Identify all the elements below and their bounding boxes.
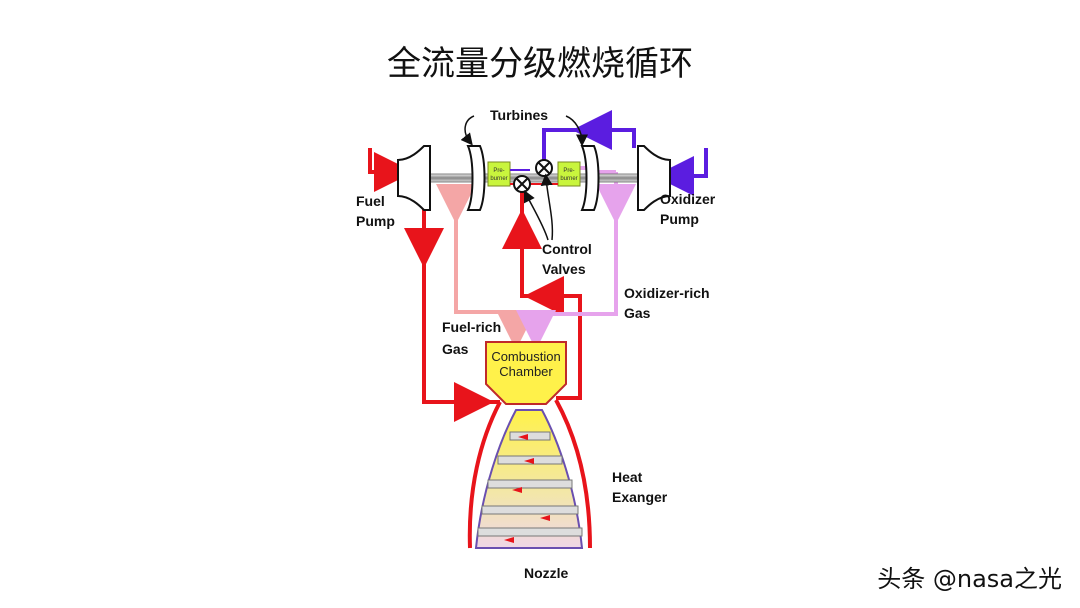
fuel-pump xyxy=(397,145,431,211)
svg-text:burner: burner xyxy=(490,176,507,182)
control-valve-fuel xyxy=(513,175,531,193)
svg-text:Chamber: Chamber xyxy=(499,364,553,379)
svg-text:Pre-: Pre- xyxy=(493,168,504,174)
fuel-rich-gas-line xyxy=(436,184,536,350)
fuel-pump-label-1: Fuel xyxy=(356,193,385,209)
oxidizer-pump-label-2: Pump xyxy=(660,211,699,227)
fuel-inlet-line xyxy=(368,148,414,192)
turbines-label: Turbines xyxy=(490,107,548,123)
oxidizer-rich-gas-label-2: Gas xyxy=(624,305,651,321)
fuel-preburner: Pre- burner xyxy=(487,161,511,187)
oxidizer-turbine xyxy=(580,145,600,211)
fuel-main-line xyxy=(404,206,592,549)
heat-exchanger-label-2: Exanger xyxy=(612,489,668,505)
svg-text:burner: burner xyxy=(560,176,577,182)
fuel-rich-gas-label-2: Gas xyxy=(442,341,469,357)
nozzle-heat-exchanger xyxy=(474,409,584,549)
fuel-rich-gas-label-1: Fuel-rich xyxy=(442,319,501,335)
control-valve-oxidizer xyxy=(535,159,553,177)
oxidizer-pump-label-1: Oxidizer xyxy=(660,191,716,207)
combustion-chamber: Combustion Chamber xyxy=(485,341,567,405)
fuel-return-line xyxy=(502,190,582,400)
control-valves-label-2: Valves xyxy=(542,261,586,277)
fuel-turbine xyxy=(466,145,486,211)
oxidizer-rich-gas-label-1: Oxidizer-rich xyxy=(624,285,710,301)
heat-exchanger-label-1: Heat xyxy=(612,469,643,485)
oxidizer-preburner: Pre- burner xyxy=(557,161,581,187)
fuel-pump-label-2: Pump xyxy=(356,213,395,229)
nozzle-label: Nozzle xyxy=(524,565,569,581)
page-title: 全流量分级燃烧循环 xyxy=(387,44,693,84)
oxidizer-line xyxy=(542,110,708,196)
svg-text:Combustion: Combustion xyxy=(491,349,560,364)
watermark: 头条 @nasa之光 xyxy=(877,565,1062,593)
oxidizer-pump xyxy=(637,145,671,211)
control-valves-label-1: Control xyxy=(542,241,592,257)
svg-text:Pre-: Pre- xyxy=(563,168,574,174)
